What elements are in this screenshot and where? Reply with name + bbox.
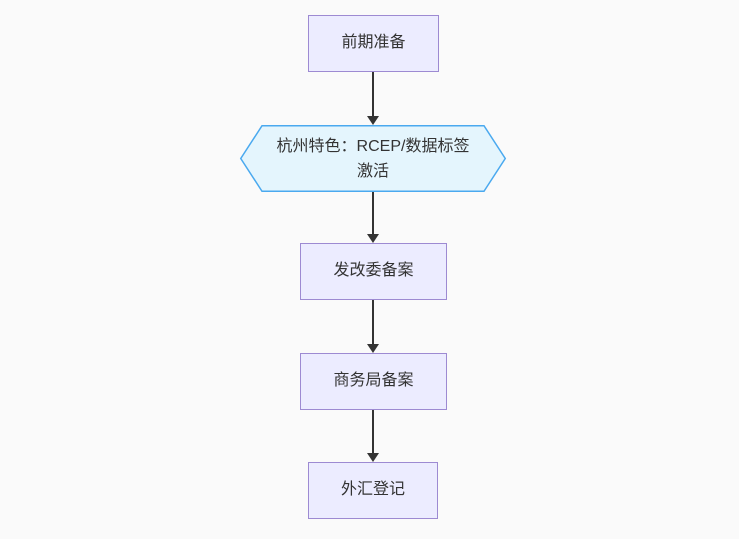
flow-arrow-3 xyxy=(367,300,379,353)
arrow-shaft xyxy=(372,300,374,346)
flow-arrow-2 xyxy=(367,192,379,243)
flow-node-forex-registration: 外汇登记 xyxy=(308,462,438,519)
arrow-shaft xyxy=(372,410,374,455)
arrowhead-down-icon xyxy=(367,344,379,353)
flow-node-commerce-bureau-filing: 商务局备案 xyxy=(300,353,447,410)
flow-arrow-4 xyxy=(367,410,379,462)
arrow-shaft xyxy=(372,72,374,118)
flow-node-preparation: 前期准备 xyxy=(308,15,439,72)
flow-node-label: 前期准备 xyxy=(341,34,406,52)
flow-node-label: 杭州特色：RCEP/数据标签 激活 xyxy=(240,125,506,192)
arrowhead-down-icon xyxy=(367,453,379,462)
hex-label-line-2: 激活 xyxy=(356,162,389,180)
flow-node-label: 商务局备案 xyxy=(333,372,414,390)
hexagon-shape xyxy=(239,125,507,192)
flow-node-hangzhou-rcep-hexagon: 杭州特色：RCEP/数据标签 激活 xyxy=(239,125,507,192)
arrowhead-down-icon xyxy=(367,234,379,243)
arrowhead-down-icon xyxy=(367,116,379,125)
flow-node-ndrc-filing: 发改委备案 xyxy=(300,243,447,300)
flow-arrow-1 xyxy=(367,72,379,125)
hex-label-line-1: 杭州特色：RCEP/数据标签 xyxy=(276,137,470,155)
flow-node-label: 外汇登记 xyxy=(340,481,405,499)
arrow-shaft xyxy=(372,192,374,236)
flow-node-label: 发改委备案 xyxy=(333,262,414,280)
